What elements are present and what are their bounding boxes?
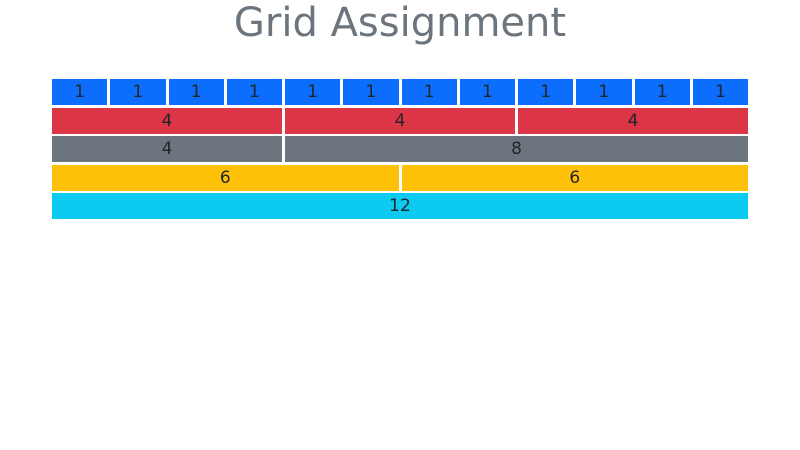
grid-cell: 1 <box>226 79 282 105</box>
page-title: Grid Assignment <box>233 0 567 46</box>
grid-row-3: 4 8 <box>52 136 748 162</box>
grid-cell: 1 <box>692 79 748 105</box>
grid-row-4: 6 6 <box>52 164 748 191</box>
grid-cell: 12 <box>52 193 748 219</box>
grid-row-5: 12 <box>52 193 748 219</box>
grid-cell: 1 <box>518 79 574 105</box>
grid-assignment: 1 1 1 1 1 1 1 1 1 1 1 1 4 4 4 4 8 6 6 12 <box>52 79 748 222</box>
grid-cell: 1 <box>52 79 108 105</box>
grid-cell: 6 <box>401 164 748 191</box>
grid-row-1: 1 1 1 1 1 1 1 1 1 1 1 1 <box>52 79 748 105</box>
grid-cell: 1 <box>285 79 341 105</box>
grid-row-2: 4 4 4 <box>52 107 748 134</box>
grid-cell: 4 <box>285 107 515 134</box>
grid-cell: 1 <box>459 79 515 105</box>
grid-cell: 8 <box>285 136 748 162</box>
grid-cell: 1 <box>634 79 690 105</box>
grid-cell: 1 <box>110 79 166 105</box>
grid-cell: 1 <box>168 79 224 105</box>
grid-cell: 4 <box>518 107 748 134</box>
grid-cell: 4 <box>52 107 282 134</box>
grid-cell: 1 <box>576 79 632 105</box>
grid-cell: 6 <box>52 164 399 191</box>
grid-cell: 1 <box>343 79 399 105</box>
grid-cell: 1 <box>401 79 457 105</box>
grid-cell: 4 <box>52 136 282 162</box>
